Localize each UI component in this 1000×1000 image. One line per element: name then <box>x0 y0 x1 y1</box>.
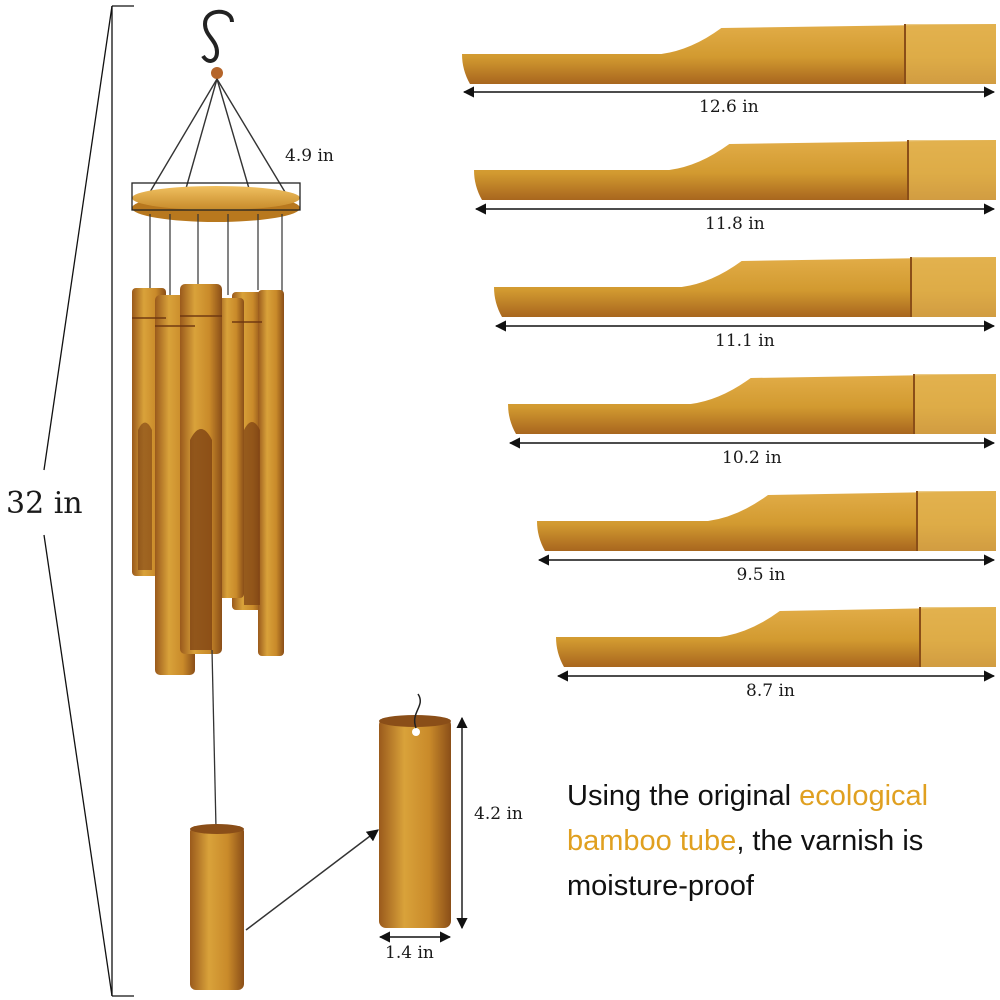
bamboo-tube-1 <box>462 24 996 84</box>
ring-diameter-label: 4.9 in <box>285 146 334 166</box>
tube-length-label-4: 10.2 in <box>722 448 782 468</box>
striker-block-icon <box>190 824 244 990</box>
total-height-bracket <box>43 5 134 997</box>
tube-strings <box>149 214 283 300</box>
description-highlight-bamboo-tube: bamboo tube <box>567 825 737 857</box>
tube-length-label-1: 12.6 in <box>699 97 759 117</box>
striker-string <box>211 649 217 829</box>
description-part2: , the varnish is moisture-proof <box>567 825 924 902</box>
wooden-ring-icon <box>131 182 301 222</box>
hook-bead-icon <box>211 67 223 79</box>
individual-tubes <box>462 24 996 682</box>
zoom-arrow <box>245 829 379 931</box>
bamboo-tube-2 <box>474 140 996 200</box>
hanging-strings <box>149 78 286 193</box>
tube-length-label-6: 8.7 in <box>746 681 795 701</box>
striker-width-label: 1.4 in <box>385 943 434 963</box>
tube-length-label-5: 9.5 in <box>736 565 786 585</box>
product-description: Using the original ecological bamboo tube… <box>567 774 997 909</box>
enlarged-striker-icon <box>379 693 451 928</box>
description-part1: Using the original <box>567 780 800 812</box>
hanging-bamboo-tubes <box>132 284 284 675</box>
tube-length-label-2: 11.8 in <box>705 214 765 234</box>
tube-length-label-3: 11.1 in <box>715 331 775 351</box>
total-height-label: 32 in <box>6 486 83 521</box>
hanging-hook-icon <box>201 9 234 63</box>
bamboo-tube-5 <box>537 491 996 551</box>
bamboo-tube-3 <box>494 257 996 317</box>
striker-height-label: 4.2 in <box>474 804 523 824</box>
description-highlight-ecological: ecological <box>799 780 929 812</box>
bamboo-tube-6 <box>556 607 996 667</box>
bamboo-tube-4 <box>508 374 996 434</box>
